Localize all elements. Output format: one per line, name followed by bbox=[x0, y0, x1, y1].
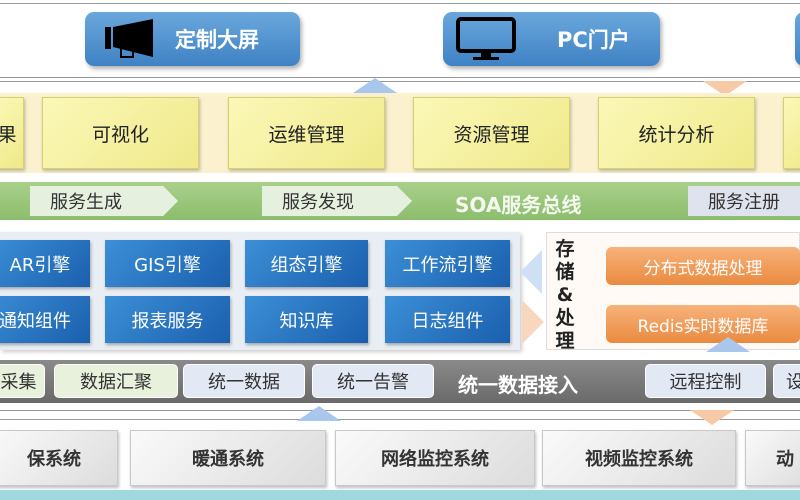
divider bbox=[0, 410, 800, 411]
system-box: 暖通系统 bbox=[130, 430, 326, 486]
down-arrow-icon bbox=[690, 410, 734, 425]
divider bbox=[0, 419, 800, 420]
megaphone-icon bbox=[105, 19, 153, 58]
divider bbox=[0, 3, 800, 4]
engine-cell: 报表服务 bbox=[105, 296, 230, 343]
custom-screen-button[interactable]: 定制大屏 bbox=[85, 12, 300, 66]
partial-button[interactable] bbox=[795, 12, 800, 66]
up-arrow-icon bbox=[706, 337, 750, 352]
engine-cell: 知识库 bbox=[245, 296, 368, 343]
access-item: 数据汇聚 bbox=[54, 364, 178, 398]
system-box: 动 bbox=[745, 430, 800, 486]
storage-box: 分布式数据处理 bbox=[606, 247, 800, 285]
access-item: 统一告警 bbox=[312, 364, 434, 398]
app-box bbox=[783, 97, 800, 169]
app-box: 统计分析 bbox=[598, 97, 755, 169]
system-box: 网络监控系统 bbox=[335, 430, 535, 486]
system-box: 视频监控系统 bbox=[542, 430, 736, 486]
access-item: 采集 bbox=[0, 364, 45, 398]
soa-item: 服务发现 bbox=[262, 186, 412, 216]
app-box: 果 bbox=[0, 97, 24, 169]
divider bbox=[0, 77, 800, 78]
engine-cell: 日志组件 bbox=[385, 296, 510, 343]
bottom-band bbox=[0, 490, 800, 500]
storage-title: 存储&处理 bbox=[555, 238, 575, 352]
divider bbox=[0, 81, 800, 82]
soa-item: 服务注册 bbox=[688, 186, 800, 216]
access-item: 设 bbox=[773, 364, 800, 398]
up-arrow-icon bbox=[297, 406, 341, 421]
engine-cell: 通知组件 bbox=[0, 296, 90, 343]
access-item: 远程控制 bbox=[645, 364, 766, 398]
engine-cell: GIS引擎 bbox=[105, 240, 230, 287]
app-box: 资源管理 bbox=[413, 97, 570, 169]
app-box: 运维管理 bbox=[228, 97, 385, 169]
soa-title: SOA服务总线 bbox=[455, 193, 582, 217]
monitor-icon bbox=[456, 17, 516, 60]
engine-cell: 组态引擎 bbox=[245, 240, 368, 287]
pc-portal-button[interactable]: PC门户 bbox=[443, 12, 660, 66]
system-box: 保系统 bbox=[0, 430, 118, 486]
soa-item: 服务生成 bbox=[30, 186, 178, 216]
engine-cell: AR引擎 bbox=[0, 240, 90, 287]
left-arrow-icon bbox=[520, 250, 542, 294]
up-arrow-icon bbox=[353, 78, 397, 93]
right-arrow-icon bbox=[522, 300, 544, 344]
access-item: 统一数据 bbox=[183, 364, 305, 398]
access-title: 统一数据接入 bbox=[458, 373, 578, 397]
engine-cell: 工作流引擎 bbox=[385, 240, 510, 287]
custom-screen-label: 定制大屏 bbox=[175, 28, 259, 52]
storage-box: Redis实时数据库 bbox=[606, 305, 800, 343]
pc-portal-label: PC门户 bbox=[557, 28, 630, 52]
app-box: 可视化 bbox=[42, 97, 199, 169]
down-arrow-icon bbox=[703, 81, 747, 96]
